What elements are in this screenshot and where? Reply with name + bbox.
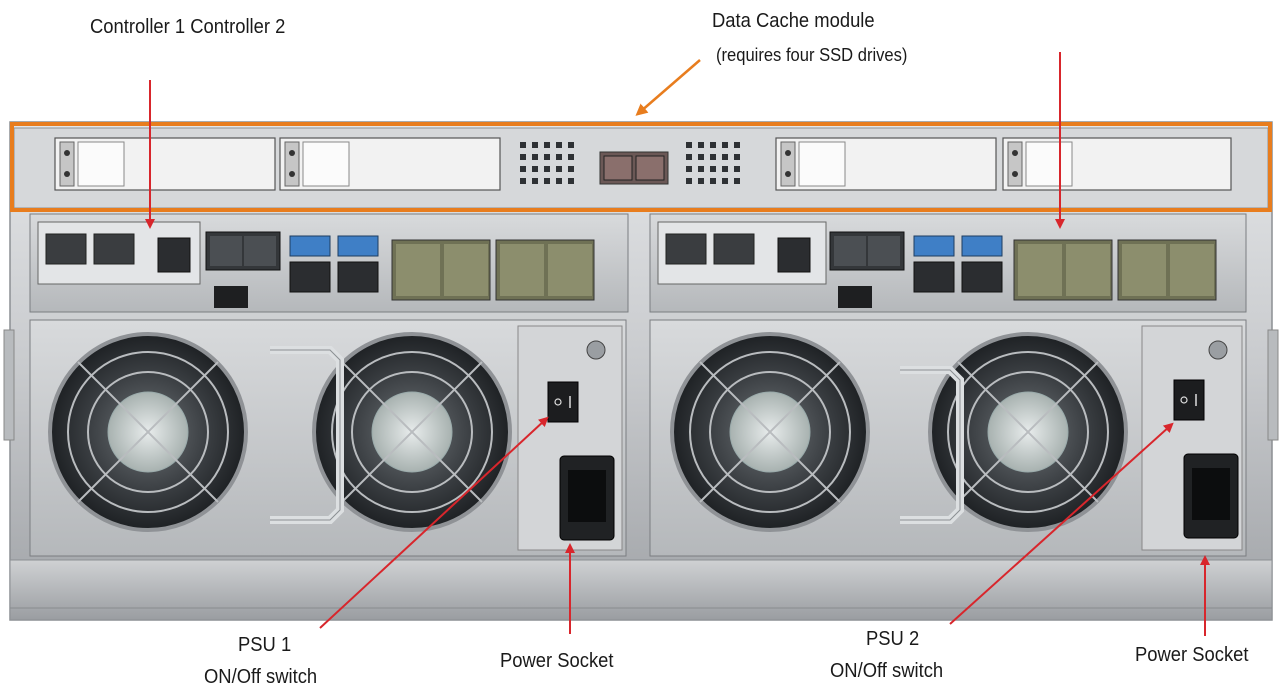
label-psu-2: PSU 2 [866,628,920,650]
callout-arrows [145,52,1210,636]
ssd-bay-1 [54,137,276,191]
data-cache-highlight [10,122,1272,212]
psu-1-fan-left [48,332,248,532]
label-power-socket-2: Power Socket [1135,644,1249,666]
label-power-socket-1: Power Socket [500,650,614,672]
psu-2-power-switch[interactable] [1173,379,1205,421]
arrow-psu-2-switch [949,422,1174,625]
label-psu-1: PSU 1 [238,634,292,656]
psu-1-fan-right [312,332,512,532]
controller-1 [29,213,629,313]
label-psu-2-switch: ON/Off switch [830,660,944,682]
psu-2-fan-right [928,332,1128,532]
label-data-cache-note: (requires four SSD drives) [716,45,908,65]
controller-2 [649,213,1247,313]
arrow-psu-1-switch [319,416,549,629]
ssd-bay-2 [279,137,501,191]
label-data-cache: Data Cache module [712,10,875,32]
label-controllers: Controller 1 Controller 2 [90,16,286,38]
cache-vent-left [520,142,574,184]
data-cache-module [13,127,1269,209]
cache-vent-right [686,142,740,184]
psu-1-power-switch[interactable] [547,381,579,423]
psu-2 [649,319,1247,557]
psu-1 [29,319,627,557]
psu-1-power-socket[interactable] [559,455,615,541]
arrow-data-cache [635,59,701,116]
psu-2-fan-left [670,332,870,532]
ssd-bay-3 [775,137,997,191]
label-psu-1-switch: ON/Off switch [204,666,318,688]
ssd-bay-4 [1002,137,1232,191]
psu-2-power-socket[interactable] [1183,453,1239,539]
cache-ports [599,151,669,185]
